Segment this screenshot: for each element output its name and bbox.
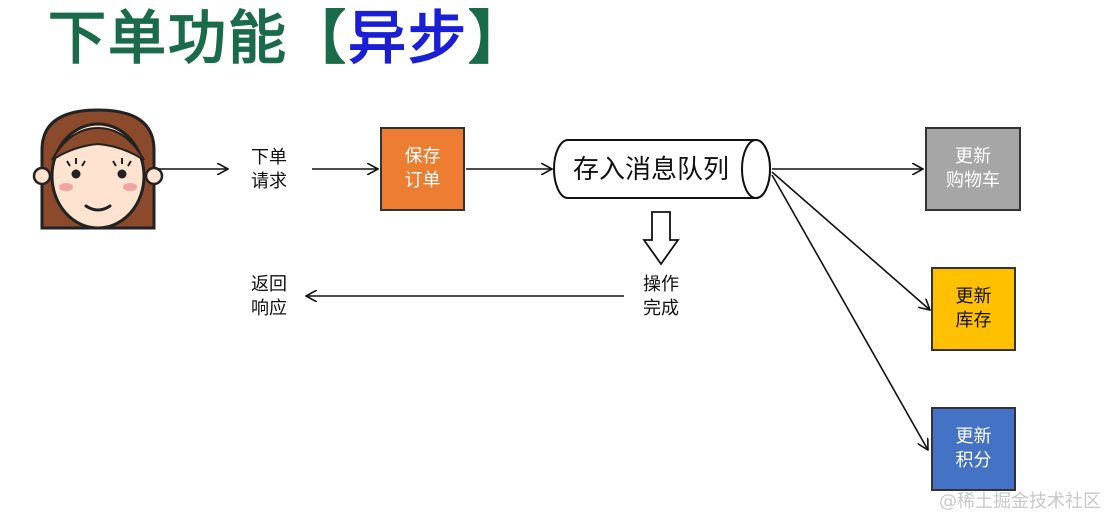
update-points-line-2: 积分 <box>955 450 992 471</box>
label-order-request-line-2: 请求 <box>251 171 287 192</box>
label-return-response-line-2: 响应 <box>251 298 287 319</box>
user-avatar-icon <box>32 108 164 230</box>
watermark: @稀土掘金技术社区 <box>939 491 1101 512</box>
save-order-line-1: 保存 <box>404 146 441 167</box>
update-stock-line-2: 库存 <box>955 310 992 331</box>
update-cart-box: 更新 购物车 <box>925 127 1021 211</box>
label-return-response: 返回 响应 <box>238 273 300 321</box>
update-stock-box: 更新 库存 <box>931 267 1016 351</box>
label-operation-done-line-1: 操作 <box>643 274 679 295</box>
update-points-line-1: 更新 <box>955 426 992 447</box>
save-order-box: 保存 订单 <box>380 127 465 211</box>
arrow-queue-to-stock <box>771 171 930 310</box>
arrow-queue-to-points <box>771 174 928 450</box>
label-order-request: 下单 请求 <box>238 146 300 194</box>
title-main: 下单功能【 <box>48 4 349 72</box>
title-close: 】 <box>468 4 529 72</box>
message-queue-cylinder <box>553 139 771 199</box>
queue-label: 存入消息队列 <box>572 155 729 185</box>
label-operation-done-line-2: 完成 <box>643 298 679 319</box>
update-points-box: 更新 积分 <box>931 407 1016 491</box>
page-title: 下单功能【异步】 <box>48 2 528 74</box>
label-operation-done: 操作 完成 <box>630 273 692 321</box>
label-order-request-line-1: 下单 <box>251 147 287 168</box>
hollow-down-arrow-icon <box>642 211 680 266</box>
save-order-line-2: 订单 <box>404 170 441 191</box>
update-cart-line-1: 更新 <box>955 146 991 167</box>
update-stock-line-1: 更新 <box>955 286 992 307</box>
title-accent: 异步 <box>348 4 469 72</box>
label-return-response-line-1: 返回 <box>251 274 287 295</box>
update-cart-line-2: 购物车 <box>946 170 1000 191</box>
